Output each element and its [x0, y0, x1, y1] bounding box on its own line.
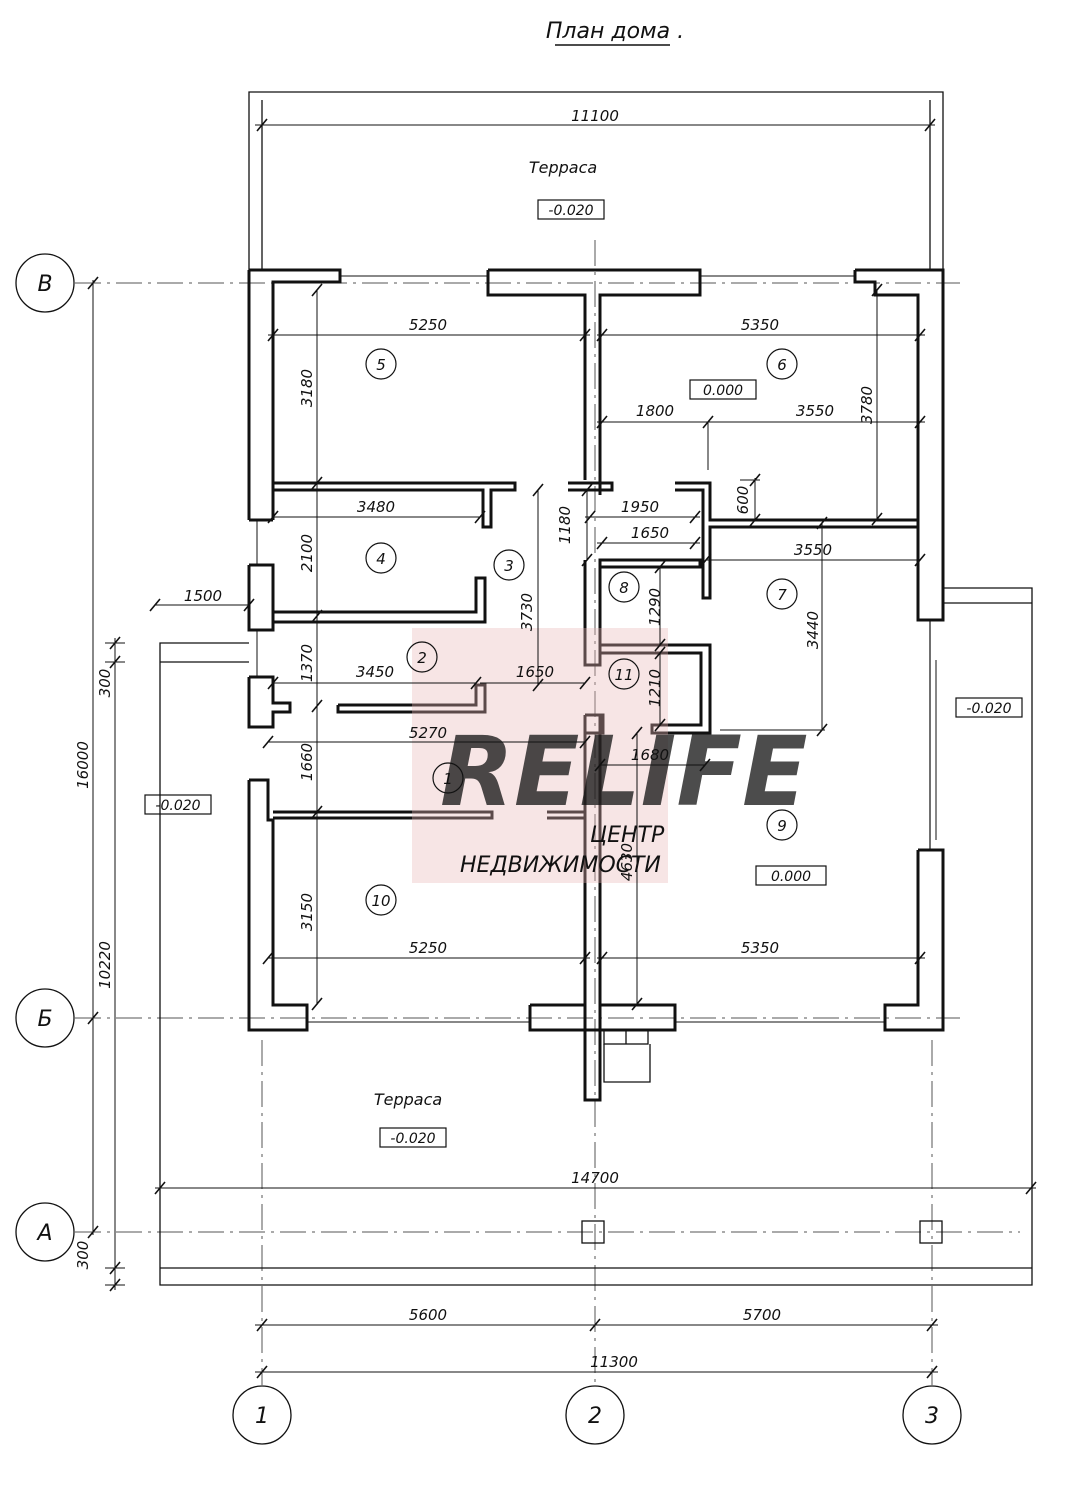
watermark-box	[412, 628, 668, 883]
axis-row-v: В	[37, 272, 52, 297]
dim-1370: 1370	[298, 644, 316, 682]
room-number-9: 9	[777, 817, 787, 835]
level-mark-bottom-terrace: -0.020	[390, 1131, 435, 1147]
room-number-4: 4	[376, 550, 386, 568]
room-number-6: 6	[777, 356, 787, 374]
axis-col-2: 2	[588, 1404, 602, 1429]
terrace-label-bottom: Терраса	[374, 1090, 442, 1109]
level-mark-top-terrace: -0.020	[548, 203, 593, 219]
dim-1500: 1500	[184, 587, 222, 605]
dim-2100: 2100	[298, 534, 316, 572]
terrace-label-top: Терраса	[529, 158, 597, 177]
dim-14700: 14700	[571, 1169, 619, 1187]
axis-labels: В Б А 1 2 3	[35, 272, 939, 1429]
walls	[247, 268, 945, 1102]
axis-lines	[75, 240, 1020, 1385]
room-number-5: 5	[376, 356, 386, 374]
dim-3730: 3730	[518, 593, 536, 631]
room-number-1: 1	[443, 770, 453, 788]
dim-1950: 1950	[621, 498, 659, 516]
dim-3180: 3180	[298, 369, 316, 407]
axis-row-a: А	[35, 1221, 52, 1246]
dim-1660: 1660	[298, 743, 316, 781]
axis-bubbles	[15, 253, 962, 1445]
dim-3550-room6: 3550	[796, 402, 834, 420]
watermark-line2: НЕДВИЖИМОСТИ	[460, 853, 661, 878]
dim-5250-bottom: 5250	[409, 939, 447, 957]
axis-col-3: 3	[925, 1404, 939, 1429]
room-number-2: 2	[417, 649, 427, 667]
dim-11300: 11300	[590, 1353, 638, 1371]
room-numbers: 1 2 3 4 5 6 7 8 9 10 11	[371, 356, 787, 910]
dim-1800: 1800	[636, 402, 674, 420]
dim-4630: 4630	[618, 843, 636, 881]
dim-11100: 11100	[571, 107, 619, 125]
watermark-line1: ЦЕНТР	[590, 823, 665, 848]
dim-5270: 5270	[409, 724, 447, 742]
level-mark-room9: 0.000	[771, 869, 811, 885]
dim-3550-room7: 3550	[794, 541, 832, 559]
dim-1680: 1680	[631, 746, 669, 764]
upper-terrace	[248, 91, 944, 270]
plan-title: План дома .	[546, 19, 684, 44]
dimension-ticks	[87, 118, 1037, 1379]
room-number-10: 10	[371, 892, 390, 910]
dimension-values: 11100 5250 5350 1800 3550 3180 3780 3480…	[74, 107, 876, 1371]
dim-1650-corridor: 1650	[631, 524, 669, 542]
room-markers	[365, 348, 798, 916]
dim-3450: 3450	[356, 663, 394, 681]
room-number-8: 8	[619, 579, 629, 597]
dim-5350-top: 5350	[741, 316, 779, 334]
dim-1180: 1180	[556, 506, 574, 544]
watermark-logo: RELIFE ЦЕНТР НЕДВИЖИМОСТИ	[412, 628, 808, 883]
watermark-brand: RELIFE	[440, 716, 808, 828]
dim-16000: 16000	[74, 741, 92, 789]
lower-terrace	[159, 587, 1033, 1286]
room-number-7: 7	[777, 586, 787, 604]
axis-col-1: 1	[255, 1404, 269, 1429]
dim-3480: 3480	[357, 498, 395, 516]
room-number-11: 11	[614, 666, 633, 684]
dim-10220: 10220	[96, 941, 114, 989]
room-number-3: 3	[504, 557, 514, 575]
dimension-lines	[92, 124, 1036, 1373]
dim-600: 600	[734, 486, 752, 515]
dim-300-lower: 300	[74, 1241, 92, 1270]
dim-1290: 1290	[646, 588, 664, 626]
dim-5350-bottom: 5350	[741, 939, 779, 957]
dim-1210: 1210	[646, 669, 664, 707]
dim-3780: 3780	[858, 386, 876, 424]
dim-5250-top: 5250	[409, 316, 447, 334]
level-mark-left-terrace: -0.020	[155, 798, 200, 814]
level-mark-right-terrace: -0.020	[966, 701, 1011, 717]
level-marks: -0.020 -0.020 -0.020 -0.020 0.000 0.000	[144, 199, 1023, 1148]
dim-3440: 3440	[804, 611, 822, 649]
dim-3150: 3150	[298, 893, 316, 931]
dim-5600: 5600	[409, 1306, 447, 1324]
dim-1650-hall: 1650	[516, 663, 554, 681]
axis-row-b: Б	[37, 1007, 52, 1032]
dim-5700: 5700	[743, 1306, 781, 1324]
level-mark-room6: 0.000	[703, 383, 743, 399]
dim-300-upper: 300	[96, 669, 114, 698]
